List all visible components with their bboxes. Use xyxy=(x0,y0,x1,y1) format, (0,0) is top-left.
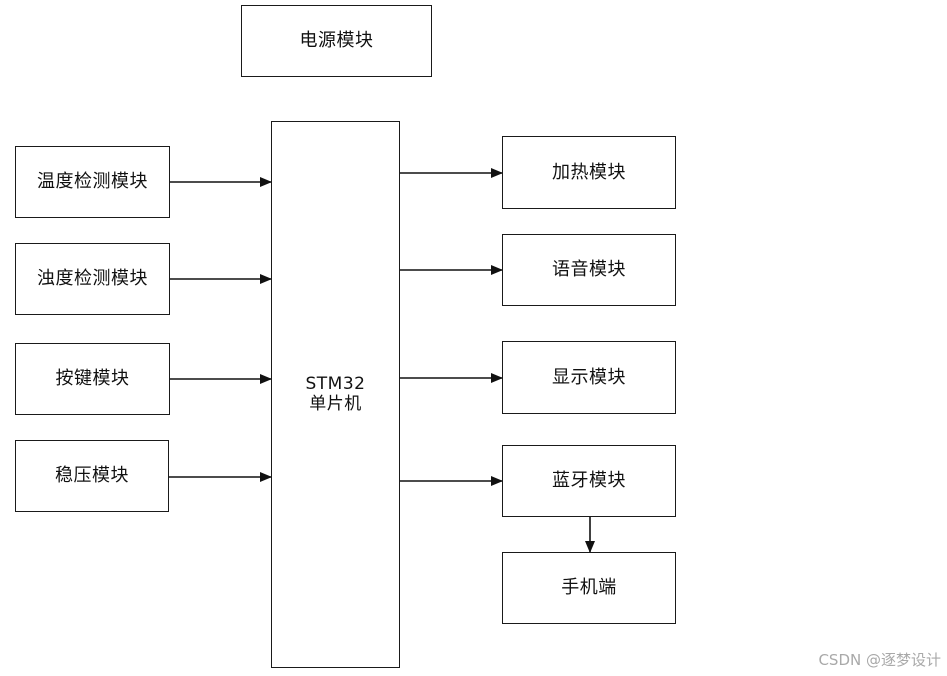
turbidity-sensor-module: 浊度检测模块 xyxy=(15,243,170,315)
phone-terminal: 手机端 xyxy=(502,552,676,624)
heating-module: 加热模块 xyxy=(502,136,676,209)
mcu-type-label: 单片机 xyxy=(309,393,362,414)
mcu-model-label: STM32 xyxy=(305,373,366,394)
mcu-block: STM32 单片机 xyxy=(271,121,400,668)
keypad-module: 按键模块 xyxy=(15,343,170,415)
watermark-text: CSDN @逐梦设计 xyxy=(818,651,941,669)
power-module: 电源模块 xyxy=(241,5,432,77)
voltage-regulator-module: 稳压模块 xyxy=(15,440,169,512)
temperature-sensor-module: 温度检测模块 xyxy=(15,146,170,218)
bluetooth-module: 蓝牙模块 xyxy=(502,445,676,517)
voice-module: 语音模块 xyxy=(502,234,676,306)
display-module: 显示模块 xyxy=(502,341,676,414)
